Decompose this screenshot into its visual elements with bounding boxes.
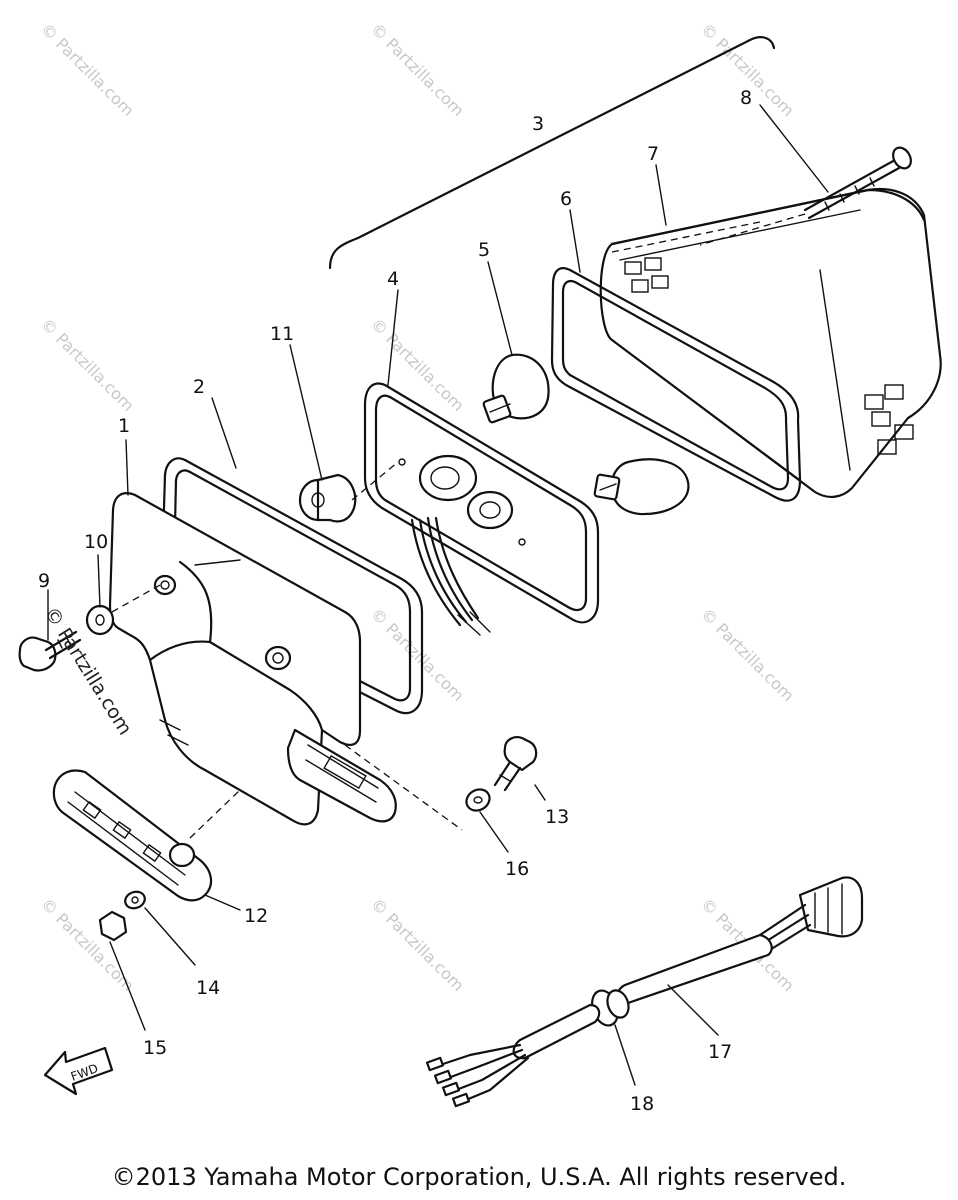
- callout-7: 7: [647, 143, 659, 165]
- part-5-bulb-upper: [482, 353, 550, 424]
- callout-8: 8: [740, 87, 752, 109]
- part-2-gasket: [160, 457, 424, 715]
- part-12-lamp-plate: [52, 769, 241, 911]
- leader-lines: [47, 104, 829, 1086]
- watermark: © Partzilla.com: [697, 604, 798, 705]
- callout-16: 16: [505, 858, 529, 880]
- watermark: © Partzilla.com: [367, 894, 468, 995]
- part-16-washer: [465, 788, 491, 812]
- watermark: © Partzilla.com: [37, 894, 138, 995]
- callout-2: 2: [193, 376, 205, 398]
- part-8-screw: [699, 146, 912, 246]
- socket-icon: [418, 454, 514, 530]
- part-9-bolt: [18, 630, 82, 672]
- part-15-nut: [98, 910, 128, 942]
- callout-6: 6: [560, 188, 572, 210]
- callout-15: 15: [143, 1037, 167, 1059]
- part-13-screw: [493, 736, 538, 792]
- callout-4: 4: [387, 268, 399, 290]
- part-6-gasket: [550, 267, 802, 502]
- part-5-bulb-lower: [593, 458, 690, 516]
- callout-10: 10: [84, 531, 108, 553]
- callout-labels: 1 2 3 4 5 6 7 8 9 10 11 12 13 14 15 16 1…: [38, 87, 752, 1115]
- callout-11: 11: [270, 323, 294, 345]
- callout-9: 9: [38, 570, 50, 592]
- license-lamp-lens: [286, 728, 397, 823]
- callout-5: 5: [478, 239, 490, 261]
- callout-13: 13: [545, 806, 569, 828]
- callout-1: 1: [118, 415, 130, 437]
- callout-18: 18: [630, 1093, 654, 1115]
- part-14-washer: [124, 890, 146, 910]
- callout-17: 17: [708, 1041, 732, 1063]
- watermark: © Partzilla.com: [37, 314, 138, 415]
- part-4-base-plate: [363, 382, 600, 636]
- watermark: © Partzilla.com: [367, 19, 468, 120]
- watermark: © Partzilla.com: [367, 604, 468, 705]
- fwd-arrow-icon: FWD: [43, 1046, 114, 1096]
- lens-grille-icon: [624, 257, 914, 455]
- watermark: © Partzilla.com: [37, 19, 138, 120]
- part-18-grommet: [425, 989, 630, 1108]
- part-17-wire-harness: [616, 876, 864, 1006]
- callout-3: 3: [532, 113, 544, 135]
- callout-14: 14: [196, 977, 220, 999]
- part-11-grommet: [298, 461, 399, 523]
- part-1-bracket-housing: [108, 492, 463, 831]
- callout-12: 12: [244, 905, 268, 927]
- part-7-lens-housing: [599, 188, 942, 498]
- copyright-footer: ©2013 Yamaha Motor Corporation, U.S.A. A…: [111, 1163, 847, 1191]
- assembly-bracket-3: [328, 36, 776, 270]
